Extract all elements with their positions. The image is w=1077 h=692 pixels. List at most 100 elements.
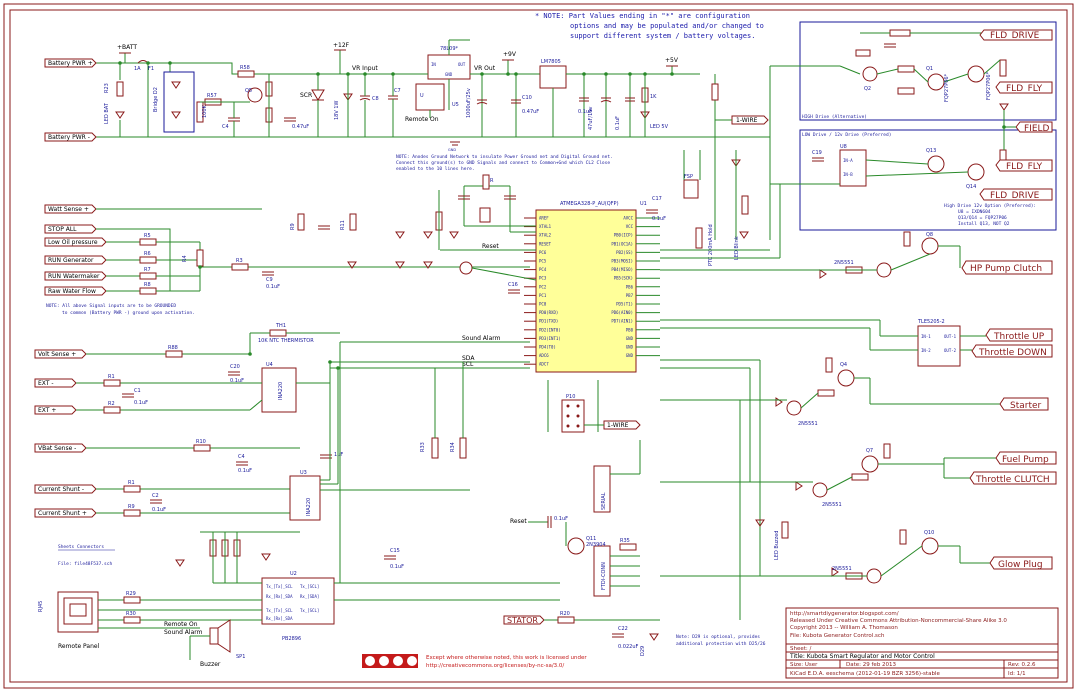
svg-text:Battery PWR -: Battery PWR - <box>48 134 90 141</box>
field-drive-section: HIGH Drive (Alternative) LOW Drive / 12v… <box>769 21 1057 240</box>
svg-text:R1: R1 <box>128 480 135 486</box>
sound-alarm-panel-label: Sound Alarm <box>164 629 203 636</box>
svg-text:IN-1: IN-1 <box>921 334 931 339</box>
port-low-oil: Low Oil pressure <box>44 237 107 247</box>
svg-text:2N3904: 2N3904 <box>586 542 606 548</box>
svg-text:1uF: 1uF <box>334 452 343 458</box>
svg-text:R5: R5 <box>144 233 151 239</box>
svg-text:2N5551: 2N5551 <box>834 260 854 266</box>
svg-text:1-WIRE: 1-WIRE <box>607 422 629 429</box>
u7-label: TLE5205-2 <box>917 319 945 325</box>
svg-text:Volt Sense +: Volt Sense + <box>38 351 76 358</box>
mcu-pin-label: GND <box>626 353 634 358</box>
svg-text:Throttle DOWN: Throttle DOWN <box>978 348 1047 358</box>
svg-text:U4: U4 <box>266 362 273 368</box>
power-supply-section: 1A F1 +BATT R23 LED BAT Bridge D2 100K R… <box>92 39 770 152</box>
svg-text:Q14: Q14 <box>966 184 976 190</box>
sheet-border <box>3 3 1074 689</box>
svg-text:Rx_[Rx]_SDA: Rx_[Rx]_SDA <box>266 594 293 599</box>
inputs-note-2: to common (Battery PWR -) ground upon ac… <box>62 310 195 316</box>
mcu-support: R R9 R11 C16 C17 0.1uF FSP PTC 200mA <box>290 74 769 294</box>
mcu-pin-label: GND <box>626 336 634 341</box>
svg-text:C2: C2 <box>152 493 159 499</box>
svg-text:Tx_[Tx]_SCL: Tx_[Tx]_SCL <box>266 584 293 589</box>
svg-text:Q5: Q5 <box>245 88 252 94</box>
tb-id: Id: 1/1 <box>1008 671 1026 677</box>
svg-text:C10: C10 <box>522 95 532 101</box>
svg-text:VBat Sense -: VBat Sense - <box>38 445 76 452</box>
svg-text:GND: GND <box>445 72 453 77</box>
svg-text:Tx_[SCL]: Tx_[SCL] <box>300 608 319 613</box>
svg-text:IN-B: IN-B <box>843 172 853 177</box>
remote-panel-label: Remote Panel <box>58 643 100 650</box>
mcu-pin-label: PB0(ICP) <box>614 233 633 238</box>
rail-batt-label: +BATT <box>117 44 137 51</box>
remote-on-label: Remote On <box>405 116 439 123</box>
mcu-pin-label: XTAL1 <box>539 224 552 229</box>
svg-text:R10: R10 <box>196 439 206 445</box>
mcu-pin-label: RESET <box>539 241 552 246</box>
tb-license: Released Under Creative Commons Attribut… <box>790 618 1007 624</box>
tb-url: http://smartdiygenerator.blogspot.com/ <box>790 611 899 617</box>
mcu-pin-label: PD0(RXD) <box>539 310 558 315</box>
port-1-wire-top: 1-WIRE <box>731 115 769 125</box>
svg-text:Q13: Q13 <box>926 148 936 154</box>
high-drive-note-3: Q13/Q14 = FQP27P06 <box>958 215 1007 221</box>
svg-text:C19: C19 <box>812 150 822 156</box>
svg-text:OUT-1: OUT-1 <box>944 334 957 339</box>
svg-text:0.1uF: 0.1uF <box>238 468 252 474</box>
mcu-pin-label: GND <box>626 345 634 350</box>
svg-text:U8: U8 <box>840 144 847 150</box>
svg-text:0.1uF: 0.1uF <box>554 516 568 522</box>
tb-size: Size: User <box>790 662 818 668</box>
rail-9v-label: +9V <box>503 51 517 58</box>
svg-text:R30: R30 <box>126 611 136 617</box>
mcu-name: ATMEGA328-P_AU(QFP) <box>560 201 619 207</box>
note-line-3: support different system / battery volta… <box>570 32 755 40</box>
scr-label: SCR <box>300 92 312 99</box>
high-drive-note-4: Install Q13, NOT Q2 <box>958 221 1010 227</box>
mcu-pin-label: PD3(INT1) <box>539 336 561 341</box>
svg-text:2N5551: 2N5551 <box>822 502 842 508</box>
svg-text:0.1uF: 0.1uF <box>578 109 592 115</box>
svg-text:R6: R6 <box>144 251 151 257</box>
svg-text:100K: 100K <box>202 104 208 118</box>
svg-text:R23: R23 <box>104 83 110 93</box>
mcu-pin-label: PC3 <box>539 276 547 281</box>
svg-text:Low Oil pressure: Low Oil pressure <box>48 239 98 246</box>
svg-text:R29: R29 <box>126 591 136 597</box>
svg-text:D29: D29 <box>640 646 646 656</box>
svg-text:R20: R20 <box>560 611 570 617</box>
reset-label-bottom: Reset <box>510 518 527 525</box>
mcu-body <box>535 209 637 373</box>
port-battery-pwr-pos: Battery PWR + <box>44 58 97 68</box>
high-drive-note-1: High Drive 12v Option (Preferred): <box>944 203 1036 209</box>
inputs-note-1: NOTE: All above Signal inputs are to be … <box>46 303 176 309</box>
svg-text:2N5551: 2N5551 <box>832 566 852 572</box>
svg-text:R3: R3 <box>236 258 243 264</box>
svg-text:U: U <box>420 93 424 99</box>
svg-text:OUT-2: OUT-2 <box>944 348 957 353</box>
mcu-pin-label: PD6(AIN0) <box>611 310 633 315</box>
high-drive-label: HIGH Drive (Alternative) <box>802 114 867 120</box>
svg-text:GND: GND <box>448 148 456 152</box>
svg-text:FLD_FLY: FLD_FLY <box>1006 162 1043 172</box>
svg-text:Q8: Q8 <box>926 232 933 238</box>
svg-text:FQP27P06*: FQP27P06* <box>986 71 992 100</box>
mcu-pin-label: PD4(T0) <box>539 345 556 350</box>
port-run-generator: RUN Generator <box>44 255 107 265</box>
svg-text:C16: C16 <box>508 282 518 288</box>
right-ports: FLD_DRIVE FLD_FLY FIELD FLD_FLY FLD_DRIV… <box>660 29 1057 620</box>
rj45-label: RJ45 <box>38 601 44 612</box>
ground-note-1: NOTE: Anodes Ground Network to insulate … <box>396 154 613 160</box>
port-starter: Starter <box>999 397 1049 411</box>
u4-label: INA220 <box>278 382 284 400</box>
svg-text:OUT: OUT <box>458 62 466 67</box>
svg-text:FQP27P06*: FQP27P06* <box>944 73 950 102</box>
svg-text:Fuel Pump: Fuel Pump <box>1002 455 1049 465</box>
svg-text:Rx_[Rx]_SDA: Rx_[Rx]_SDA <box>266 616 293 621</box>
svg-text:TH1: TH1 <box>275 323 286 329</box>
mcu-pin-label: VCC <box>626 224 634 229</box>
port-fuel-pump: Fuel Pump <box>995 451 1057 465</box>
